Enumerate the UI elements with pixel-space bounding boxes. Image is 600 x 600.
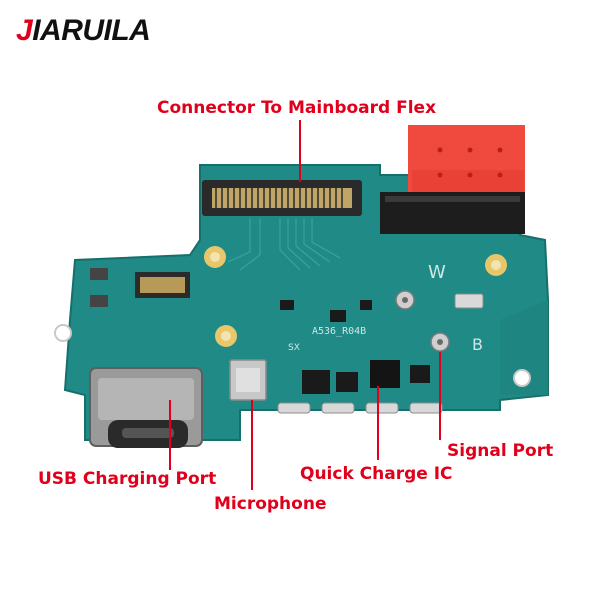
- screw-hole: [513, 369, 531, 387]
- quick-charge-ic-chip: [370, 360, 400, 388]
- label-quick-charge-ic: Quick Charge IC: [300, 464, 453, 484]
- label-usb-charging-port: USB Charging Port: [38, 469, 217, 489]
- brand-logo: JIARUILA: [16, 14, 151, 48]
- ic-chip: [410, 365, 430, 383]
- silk-part-number: A536_R04B: [312, 326, 366, 337]
- silk-w: W: [428, 262, 446, 283]
- logo-accent-letter: J: [16, 14, 33, 47]
- ic-chip: [336, 372, 358, 392]
- label-signal-port: Signal Port: [447, 441, 554, 461]
- pcb-ear: [500, 300, 548, 395]
- logo-text: IARUILA: [32, 14, 151, 47]
- label-connector: Connector To Mainboard Flex: [157, 98, 437, 118]
- silk-sx: SX: [288, 343, 300, 353]
- screw-hole: [54, 324, 72, 342]
- ic-chip: [302, 370, 330, 394]
- label-microphone: Microphone: [214, 494, 327, 514]
- silk-b: B: [472, 335, 483, 354]
